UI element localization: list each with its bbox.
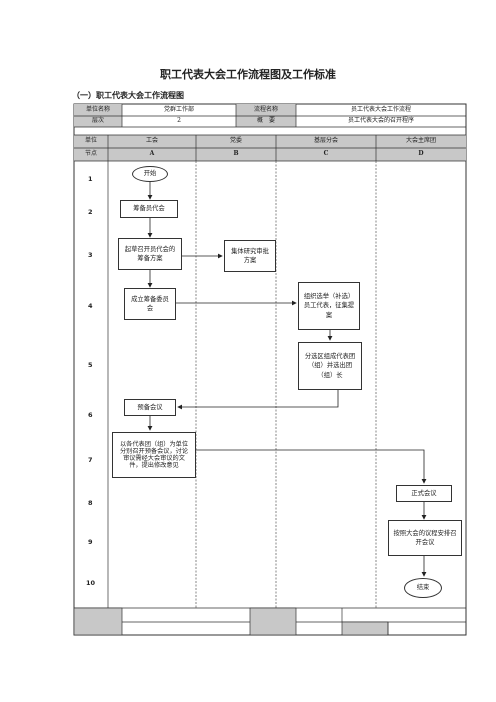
document-title: 职工代表大会工作流程图及工作标准: [160, 68, 336, 81]
unit-name-value: 党群工作部: [163, 105, 194, 113]
delegation-meeting-node: 以各代表团（组）为单位分别召开预备会议，讨论审议需经大会审议的文件，提出修改意见: [112, 432, 196, 478]
committee-node: 成立筹备委员会: [124, 288, 176, 320]
section-title: （一）职工代表大会工作流程图: [72, 91, 184, 100]
summary-value: 员工代表大会的召开程序: [347, 117, 414, 125]
row-number: 2: [88, 208, 93, 216]
unit-name-label: 单位名称: [85, 105, 110, 113]
column-unit-d: 大会主席团: [405, 137, 436, 145]
column-letter-d: D: [418, 150, 424, 158]
column-letter-b: B: [233, 150, 239, 158]
approve-plan-node: 集体研究审批方案: [224, 240, 276, 272]
row-number: 6: [88, 411, 93, 419]
start-node: 开始: [132, 166, 168, 182]
column-unit-c: 基层分会: [313, 137, 338, 145]
draft-plan-node: 起草召开员代会的筹备方案: [118, 238, 182, 270]
column-letter-a: A: [149, 150, 155, 158]
flow-name-value: 员工代表大会工作流程: [350, 105, 411, 113]
form-delegation-node: 分选区组成代表团（组）并选出团（组）长: [298, 342, 362, 390]
column-unit-b: 党委: [229, 137, 242, 145]
row-number: 9: [88, 538, 93, 546]
row-number: 10: [86, 579, 96, 587]
row-number: 1: [88, 175, 93, 183]
level-label: 层次: [91, 117, 104, 125]
elect-representatives-node: 组织选举（补选）员工代表，征集提案: [298, 282, 360, 330]
level-value: 2: [177, 117, 181, 125]
flow-name-label: 流程名称: [253, 105, 278, 113]
formal-meeting-node: 正式会议: [396, 485, 452, 502]
agenda-meeting-node: 按照大会的议程安排召开会议: [388, 520, 462, 556]
unit-column-label: 单位: [84, 137, 97, 145]
node-column-label: 节点: [84, 150, 97, 158]
row-number: 5: [88, 361, 93, 369]
row-number: 4: [88, 302, 93, 310]
summary-label: 概 要: [256, 117, 275, 125]
column-unit-a: 工会: [145, 137, 158, 145]
prepare-congress-node: 筹备员代会: [120, 200, 178, 218]
row-number: 3: [88, 251, 93, 259]
pre-meeting-node: 预备会议: [124, 399, 176, 416]
end-node: 结束: [404, 578, 442, 598]
row-number: 7: [88, 456, 93, 464]
column-letter-c: C: [323, 150, 329, 158]
row-number: 8: [88, 499, 93, 507]
